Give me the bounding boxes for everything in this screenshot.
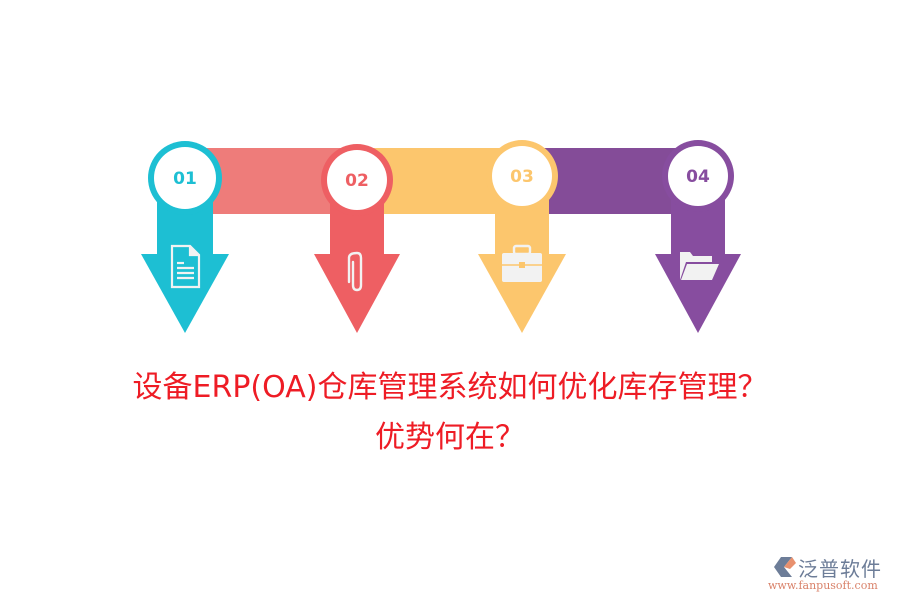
briefcase-icon <box>502 244 542 282</box>
step-number: 04 <box>686 167 710 187</box>
logo-mark-icon <box>774 557 796 577</box>
brand-name: 泛普软件 <box>798 557 882 581</box>
process-diagram: 01 02 03 <box>141 140 741 333</box>
step-number: 02 <box>345 171 369 191</box>
brand-url: www.fanpusoft.com <box>768 579 878 592</box>
document-icon <box>170 244 201 289</box>
step-number: 03 <box>510 167 534 187</box>
title-line-1: 设备ERP(OA)仓库管理系统如何优化库存管理？ <box>132 370 768 405</box>
step-number: 01 <box>173 169 197 189</box>
step-04: 04 <box>655 140 741 333</box>
step-01: 01 <box>141 141 229 333</box>
folder-icon <box>680 252 719 280</box>
step-03: 03 <box>478 140 566 333</box>
brand-logo: 泛普软件 www.fanpusoft.com <box>768 553 898 597</box>
step-02: 02 <box>314 144 400 333</box>
paperclip-icon <box>347 251 363 292</box>
title-line-2: 优势何在？ <box>375 420 525 455</box>
